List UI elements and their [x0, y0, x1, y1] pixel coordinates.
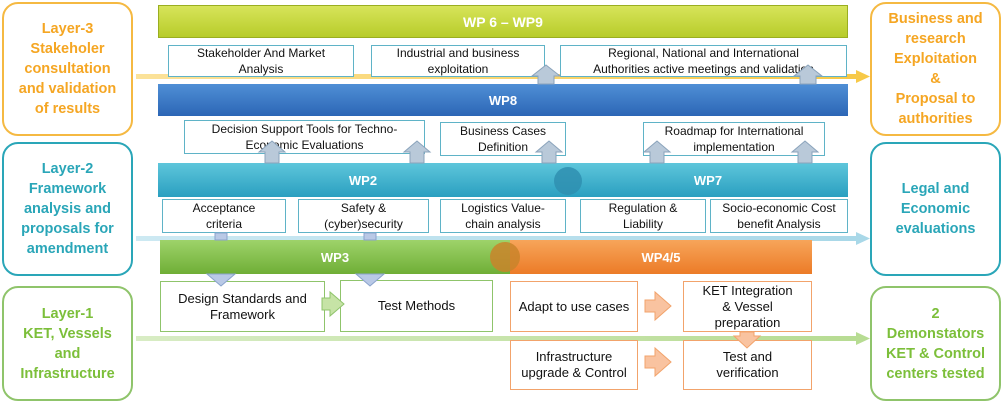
wp2-wp7-joint — [554, 167, 582, 195]
wp6-wp9-bar: WP 6 – WP9 — [158, 5, 848, 38]
wp3-wp45-joint — [490, 242, 520, 272]
layer1-flow-arrow — [136, 332, 870, 345]
test-methods-box: Test Methods — [340, 280, 493, 332]
regulation-liability-box: Regulation & Liability — [580, 199, 706, 233]
stakeholder-market-box: Stakeholder And Market Analysis — [168, 45, 354, 77]
right-arrow-adapt-to-ket — [644, 290, 672, 322]
logistics-value-chain-box: Logistics Value- chain analysis — [440, 199, 566, 233]
up-arrow-decision-right — [402, 140, 432, 164]
socio-economic-box: Socio-economic Cost benefit Analysis — [710, 199, 848, 233]
design-standards-box: Design Standards and Framework — [160, 281, 325, 332]
down-arrow-design — [205, 273, 237, 287]
demo-outcome-label: 2 Demonstators KET & Control centers tes… — [870, 286, 1001, 401]
roadmap-box: Roadmap for International implementation — [643, 122, 825, 156]
decision-support-box: Decision Support Tools for Techno- Econo… — [184, 120, 425, 154]
adapt-use-cases-box: Adapt to use cases — [510, 281, 638, 332]
business-outcome-label: Business and research Exploitation & Pro… — [870, 2, 1001, 136]
up-arrow-decision-left — [257, 140, 287, 164]
wp4-5-bar: WP4/5 — [510, 240, 812, 274]
wp8-bar: WP8 — [158, 84, 848, 116]
up-arrow-regional — [792, 64, 824, 85]
layer2-label: Layer-2 Framework analysis and proposals… — [2, 142, 133, 276]
up-arrow-roadmap-left — [642, 140, 672, 164]
wp2-bar: WP2 — [158, 163, 568, 197]
right-arrow-infra-to-test — [644, 346, 672, 378]
infrastructure-upgrade-box: Infrastructure upgrade & Control — [510, 340, 638, 390]
up-arrow-roadmap-right — [790, 140, 820, 164]
ket-integration-box: KET Integration & Vessel preparation — [683, 281, 812, 332]
down-arrow-ket-to-test — [732, 331, 762, 349]
right-arrow-design-to-test — [321, 290, 345, 318]
safety-security-box: Safety & (cyber)security — [298, 199, 429, 233]
layer1-label: Layer-1 KET, Vessels and Infrastructure — [2, 286, 133, 401]
down-arrow-test-methods — [354, 273, 386, 287]
test-verification-box: Test and verification — [683, 340, 812, 390]
up-arrow-industrial — [530, 64, 562, 85]
industrial-exploitation-box: Industrial and business exploitation — [371, 45, 545, 77]
legal-outcome-label: Legal and Economic evaluations — [870, 142, 1001, 276]
layer3-label: Layer-3 Stakeholer consultation and vali… — [2, 2, 133, 136]
up-arrow-business-cases — [534, 140, 564, 164]
authorities-meetings-box: Regional, National and International Aut… — [560, 45, 847, 77]
wp3-bar: WP3 — [160, 240, 510, 274]
layer2-flow-arrow — [136, 232, 870, 245]
wp7-bar: WP7 — [568, 163, 848, 197]
